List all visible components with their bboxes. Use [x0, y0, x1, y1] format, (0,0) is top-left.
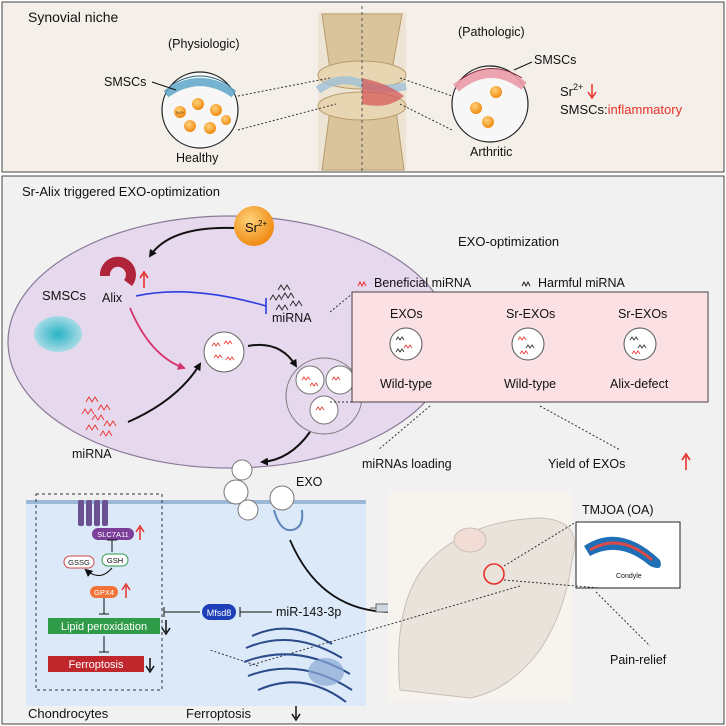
alix-protein-icon [99, 256, 136, 286]
gssg-pill [63, 555, 95, 569]
budding-exo [231, 459, 253, 481]
smsc-nucleus [34, 316, 82, 352]
lipid-down-icon [161, 620, 171, 636]
arthritic-label: Arthritic [470, 145, 512, 159]
sr-bead-label: Sr2+ [176, 110, 185, 115]
sr-ion-icon [234, 206, 274, 246]
mir143-label: miR-143-3p [276, 605, 341, 619]
lipid-peroxidation-box [48, 618, 160, 634]
slc7a11-pill [92, 528, 134, 540]
rat-illustration [388, 492, 576, 702]
svg-text:GPX4: GPX4 [94, 588, 114, 597]
svg-text:GSSG: GSSG [68, 558, 90, 567]
healthy-label: Healthy [176, 151, 219, 165]
alix-label: Alix [102, 291, 123, 305]
harmful-mirna-cluster [269, 284, 303, 311]
svg-text:Sr-EXOs: Sr-EXOs [618, 307, 667, 321]
bottom-panel: Sr-Alix triggered EXO-optimization SMSCs… [1, 175, 725, 725]
physio-label: (Physiologic) [168, 37, 240, 51]
smscs-cell-label: SMSCs [42, 288, 87, 303]
top-panel: Synovial niche Sr2+ [1, 1, 725, 173]
svg-text:Mfsd8: Mfsd8 [207, 608, 232, 618]
top-panel-title: Synovial niche [28, 9, 118, 25]
tmj-target-icon [483, 563, 505, 585]
svg-text:Lipid peroxidation: Lipid peroxidation [61, 621, 147, 633]
exo-group-2: Sr-EXOs Alix-defect [610, 307, 669, 391]
condyle-inset [575, 521, 681, 589]
slc7a11-up-icon [135, 524, 145, 540]
smscs-left-label: SMSCs [104, 75, 146, 89]
patho-label: (Pathologic) [458, 25, 525, 39]
arthritic-niche [451, 65, 529, 143]
mirnas-loading-label: miRNAs loading [362, 457, 452, 471]
healthy-niche: Sr2+ [161, 71, 239, 149]
condyle-label: Condyle [616, 573, 642, 580]
gpx4-up-icon [121, 582, 131, 598]
mirna-bottom-label: miRNA [72, 447, 112, 461]
smscs-state: SMSCs:inflammatory [560, 102, 683, 117]
decrease-arrow-icon [587, 84, 597, 100]
exo-group-0: EXOs Wild-type [380, 307, 432, 391]
exo-vesicle [269, 485, 295, 511]
ferroptosis-box [48, 656, 144, 672]
svg-text:Ferroptosis: Ferroptosis [68, 659, 124, 671]
increase-arrow-icon [139, 270, 149, 288]
multivesicular-body [285, 357, 363, 435]
tmjoa-label: TMJOA (OA) [582, 503, 654, 517]
chondrocytes-label: Chondrocytes [28, 706, 109, 721]
svg-text:EXOs: EXOs [390, 307, 423, 321]
transporter-icon [78, 500, 108, 526]
yield-increase-icon [681, 452, 691, 470]
svg-text:Beneficial miRNA: Beneficial miRNA [374, 276, 472, 290]
svg-text:Wild-type: Wild-type [380, 377, 432, 391]
svg-text:Wild-type: Wild-type [504, 377, 556, 391]
exo-label: EXO [296, 475, 323, 489]
svg-text:Sr-EXOs: Sr-EXOs [506, 307, 555, 321]
pathway-box [35, 493, 163, 691]
legend-beneficial: Beneficial miRNA [357, 276, 472, 290]
yield-label: Yield of EXOs [548, 457, 625, 471]
early-endosome [203, 331, 245, 373]
svg-text:GSH: GSH [107, 556, 123, 565]
ferroptosis-bottom-down-icon [291, 706, 301, 722]
gsh-pill [101, 553, 129, 567]
beneficial-mirna-cluster [81, 396, 117, 437]
mirna-top-label: miRNA [272, 311, 312, 325]
svg-text:Harmful miRNA: Harmful miRNA [538, 276, 625, 290]
ferroptosis-down-icon [145, 658, 155, 674]
pain-relief-label: Pain-relief [610, 653, 667, 667]
slc7a11-label: SLC7A11 [97, 530, 129, 539]
smscs-right-label: SMSCs [534, 53, 576, 67]
ferroptosis-bottom-label: Ferroptosis [186, 706, 252, 721]
sr-ion-top: Sr2+ [560, 82, 583, 99]
gpx4-pill [90, 586, 118, 598]
exo-group-1: Sr-EXOs Wild-type [504, 307, 556, 391]
legend-harmful: Harmful miRNA [521, 276, 625, 290]
sr-ion-bottom: Sr2+ [245, 219, 267, 235]
exo-opt-title: EXO-optimization [458, 234, 559, 249]
mfsd8-pill [202, 604, 236, 620]
bottom-panel-title: Sr-Alix triggered EXO-optimization [22, 184, 220, 199]
joint-illustration [315, 6, 407, 172]
svg-text:Alix-defect: Alix-defect [610, 377, 669, 391]
